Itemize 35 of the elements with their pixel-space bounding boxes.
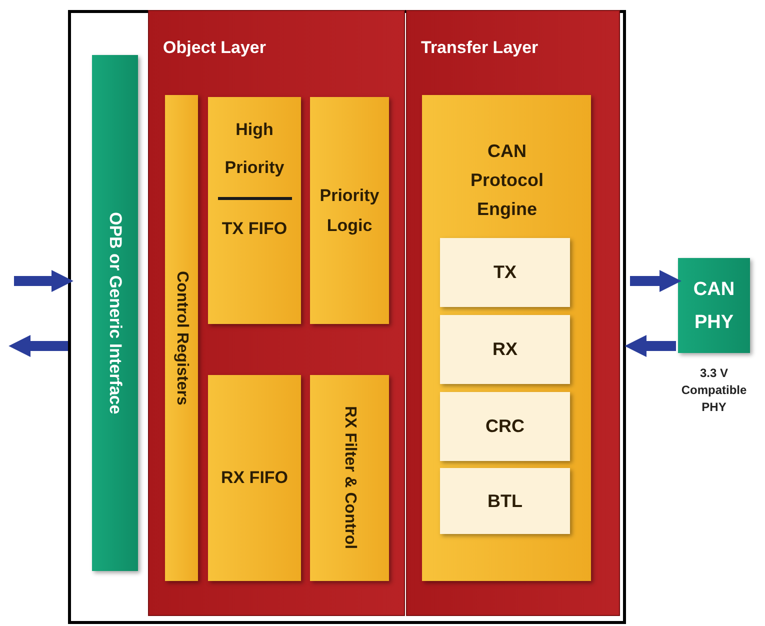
block-label: CRC	[486, 415, 524, 438]
block-label: Control Registers	[172, 270, 192, 406]
block-label: RX Filter & Control	[340, 406, 360, 550]
sub-block	[440, 238, 570, 307]
phy-box	[678, 258, 750, 353]
interface-label: OPB or Generic Interface	[104, 212, 126, 414]
phy-label: CAN PHY	[692, 278, 736, 334]
phy-caption: 3.3 V Compatible PHY	[680, 365, 748, 416]
block-label: TX	[493, 261, 516, 284]
fifo-block	[208, 375, 301, 581]
block-label: BTL	[488, 490, 522, 512]
layer-panel	[148, 10, 405, 616]
block-label: RX FIFO	[220, 467, 290, 489]
block-label: CAN Protocol Engine	[469, 140, 544, 221]
sub-block	[440, 468, 570, 534]
outer-frame	[68, 10, 626, 624]
logic-block	[310, 97, 389, 324]
block-label: RX	[492, 338, 518, 361]
layer-title: Object Layer	[163, 37, 266, 59]
interface-bar	[92, 55, 138, 571]
sub-block	[440, 392, 570, 461]
arrow	[630, 270, 682, 292]
register-block	[165, 95, 198, 581]
sub-block	[440, 315, 570, 384]
block-label: Priority Logic	[318, 184, 380, 237]
arrow	[14, 270, 74, 292]
fifo-block	[208, 97, 301, 324]
block-label: High Priority	[224, 119, 286, 179]
layer-title: Transfer Layer	[421, 37, 538, 59]
arrow	[8, 335, 68, 357]
arrow	[624, 335, 676, 357]
layer-panel	[406, 10, 620, 616]
engine-block	[422, 95, 591, 581]
block-label: TX FIFO	[220, 218, 288, 240]
filter-block	[310, 375, 389, 581]
